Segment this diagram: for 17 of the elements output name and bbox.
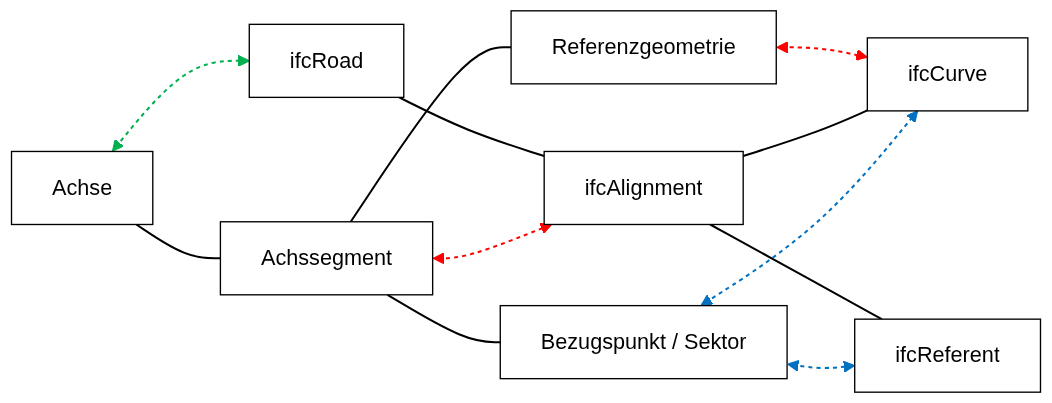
arrow xyxy=(776,41,868,61)
node-box: ifcCurve xyxy=(866,37,1029,112)
connector xyxy=(349,46,512,223)
node-box: Bezugspunkt / Sektor xyxy=(499,304,788,380)
connector xyxy=(398,96,545,158)
connector xyxy=(709,223,883,321)
node-box: ifcAlignment xyxy=(543,150,744,226)
node-box: Achse xyxy=(10,150,154,226)
arrow xyxy=(432,222,553,265)
arrow xyxy=(111,54,250,152)
node-box: ifcRoad xyxy=(248,23,405,99)
connector xyxy=(135,223,221,260)
node-box: Achssegment xyxy=(219,221,434,296)
arrow xyxy=(700,110,919,306)
connector xyxy=(386,293,501,344)
node-box: ifcReferent xyxy=(854,318,1042,393)
node-box: Referenzgeometrie xyxy=(510,10,777,85)
